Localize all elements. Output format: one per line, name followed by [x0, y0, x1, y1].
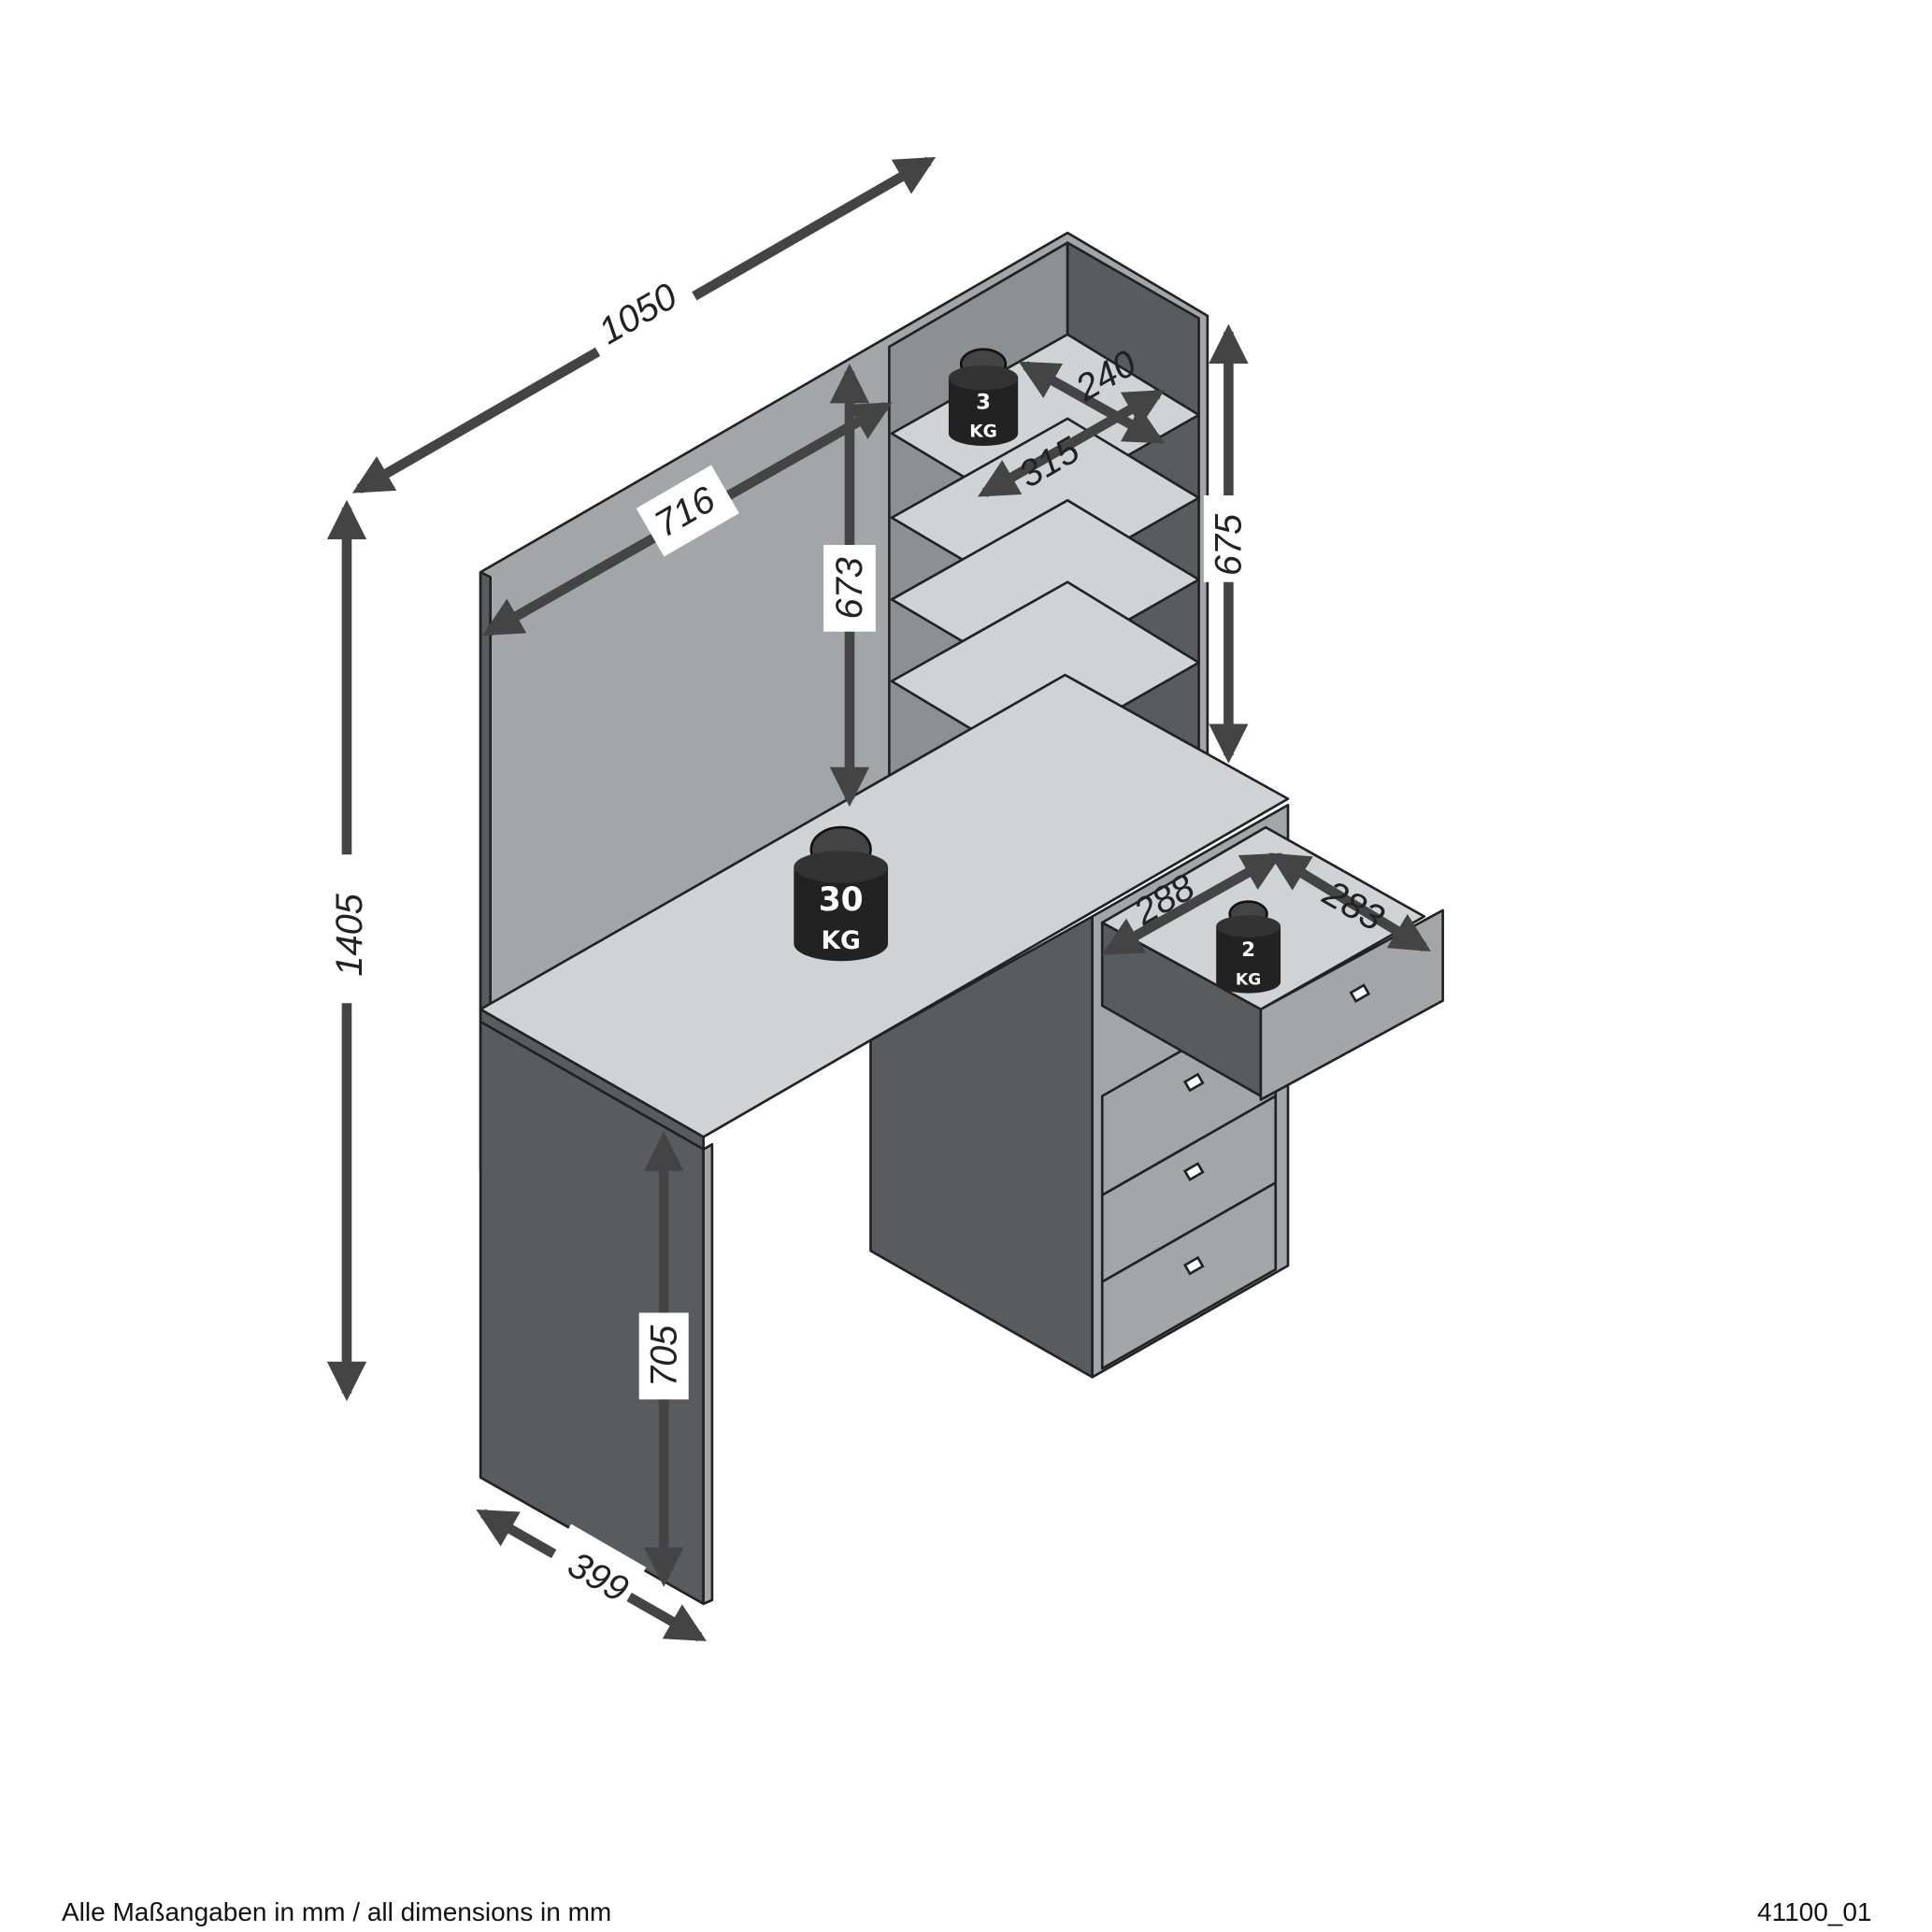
label-gaps	[309, 250, 1256, 1616]
weight-drawer-unit: KG	[1236, 970, 1261, 989]
left-leg-edge	[702, 1142, 714, 1606]
weight-shelf-unit: KG	[969, 422, 997, 442]
weight-desk-value: 30	[819, 881, 864, 919]
weight-drawer-value: 2	[1241, 937, 1255, 961]
hutch-left-edge	[479, 570, 493, 1015]
dim-leg-height: 705	[643, 1324, 684, 1387]
footer-note: Alle Maßangaben in mm / all dimensions i…	[62, 1897, 612, 1926]
weight-icon-shelf: 3 KG	[948, 348, 1019, 446]
drawer-handles	[1182, 983, 1371, 1276]
weight-icon-drawer: 2 KG	[1216, 900, 1281, 994]
weight-desk-unit: KG	[822, 926, 861, 955]
dim-shelf-height: 675	[1209, 513, 1250, 576]
drawer-4	[1100, 1181, 1278, 1370]
footer-code: 41100_01	[1757, 1897, 1872, 1926]
weight-shelf-value: 3	[976, 390, 991, 414]
dim-hutch-height: 673	[829, 557, 870, 619]
dim-height: 1405	[329, 893, 370, 976]
weight-icon-desk: 30 KG	[794, 825, 889, 962]
